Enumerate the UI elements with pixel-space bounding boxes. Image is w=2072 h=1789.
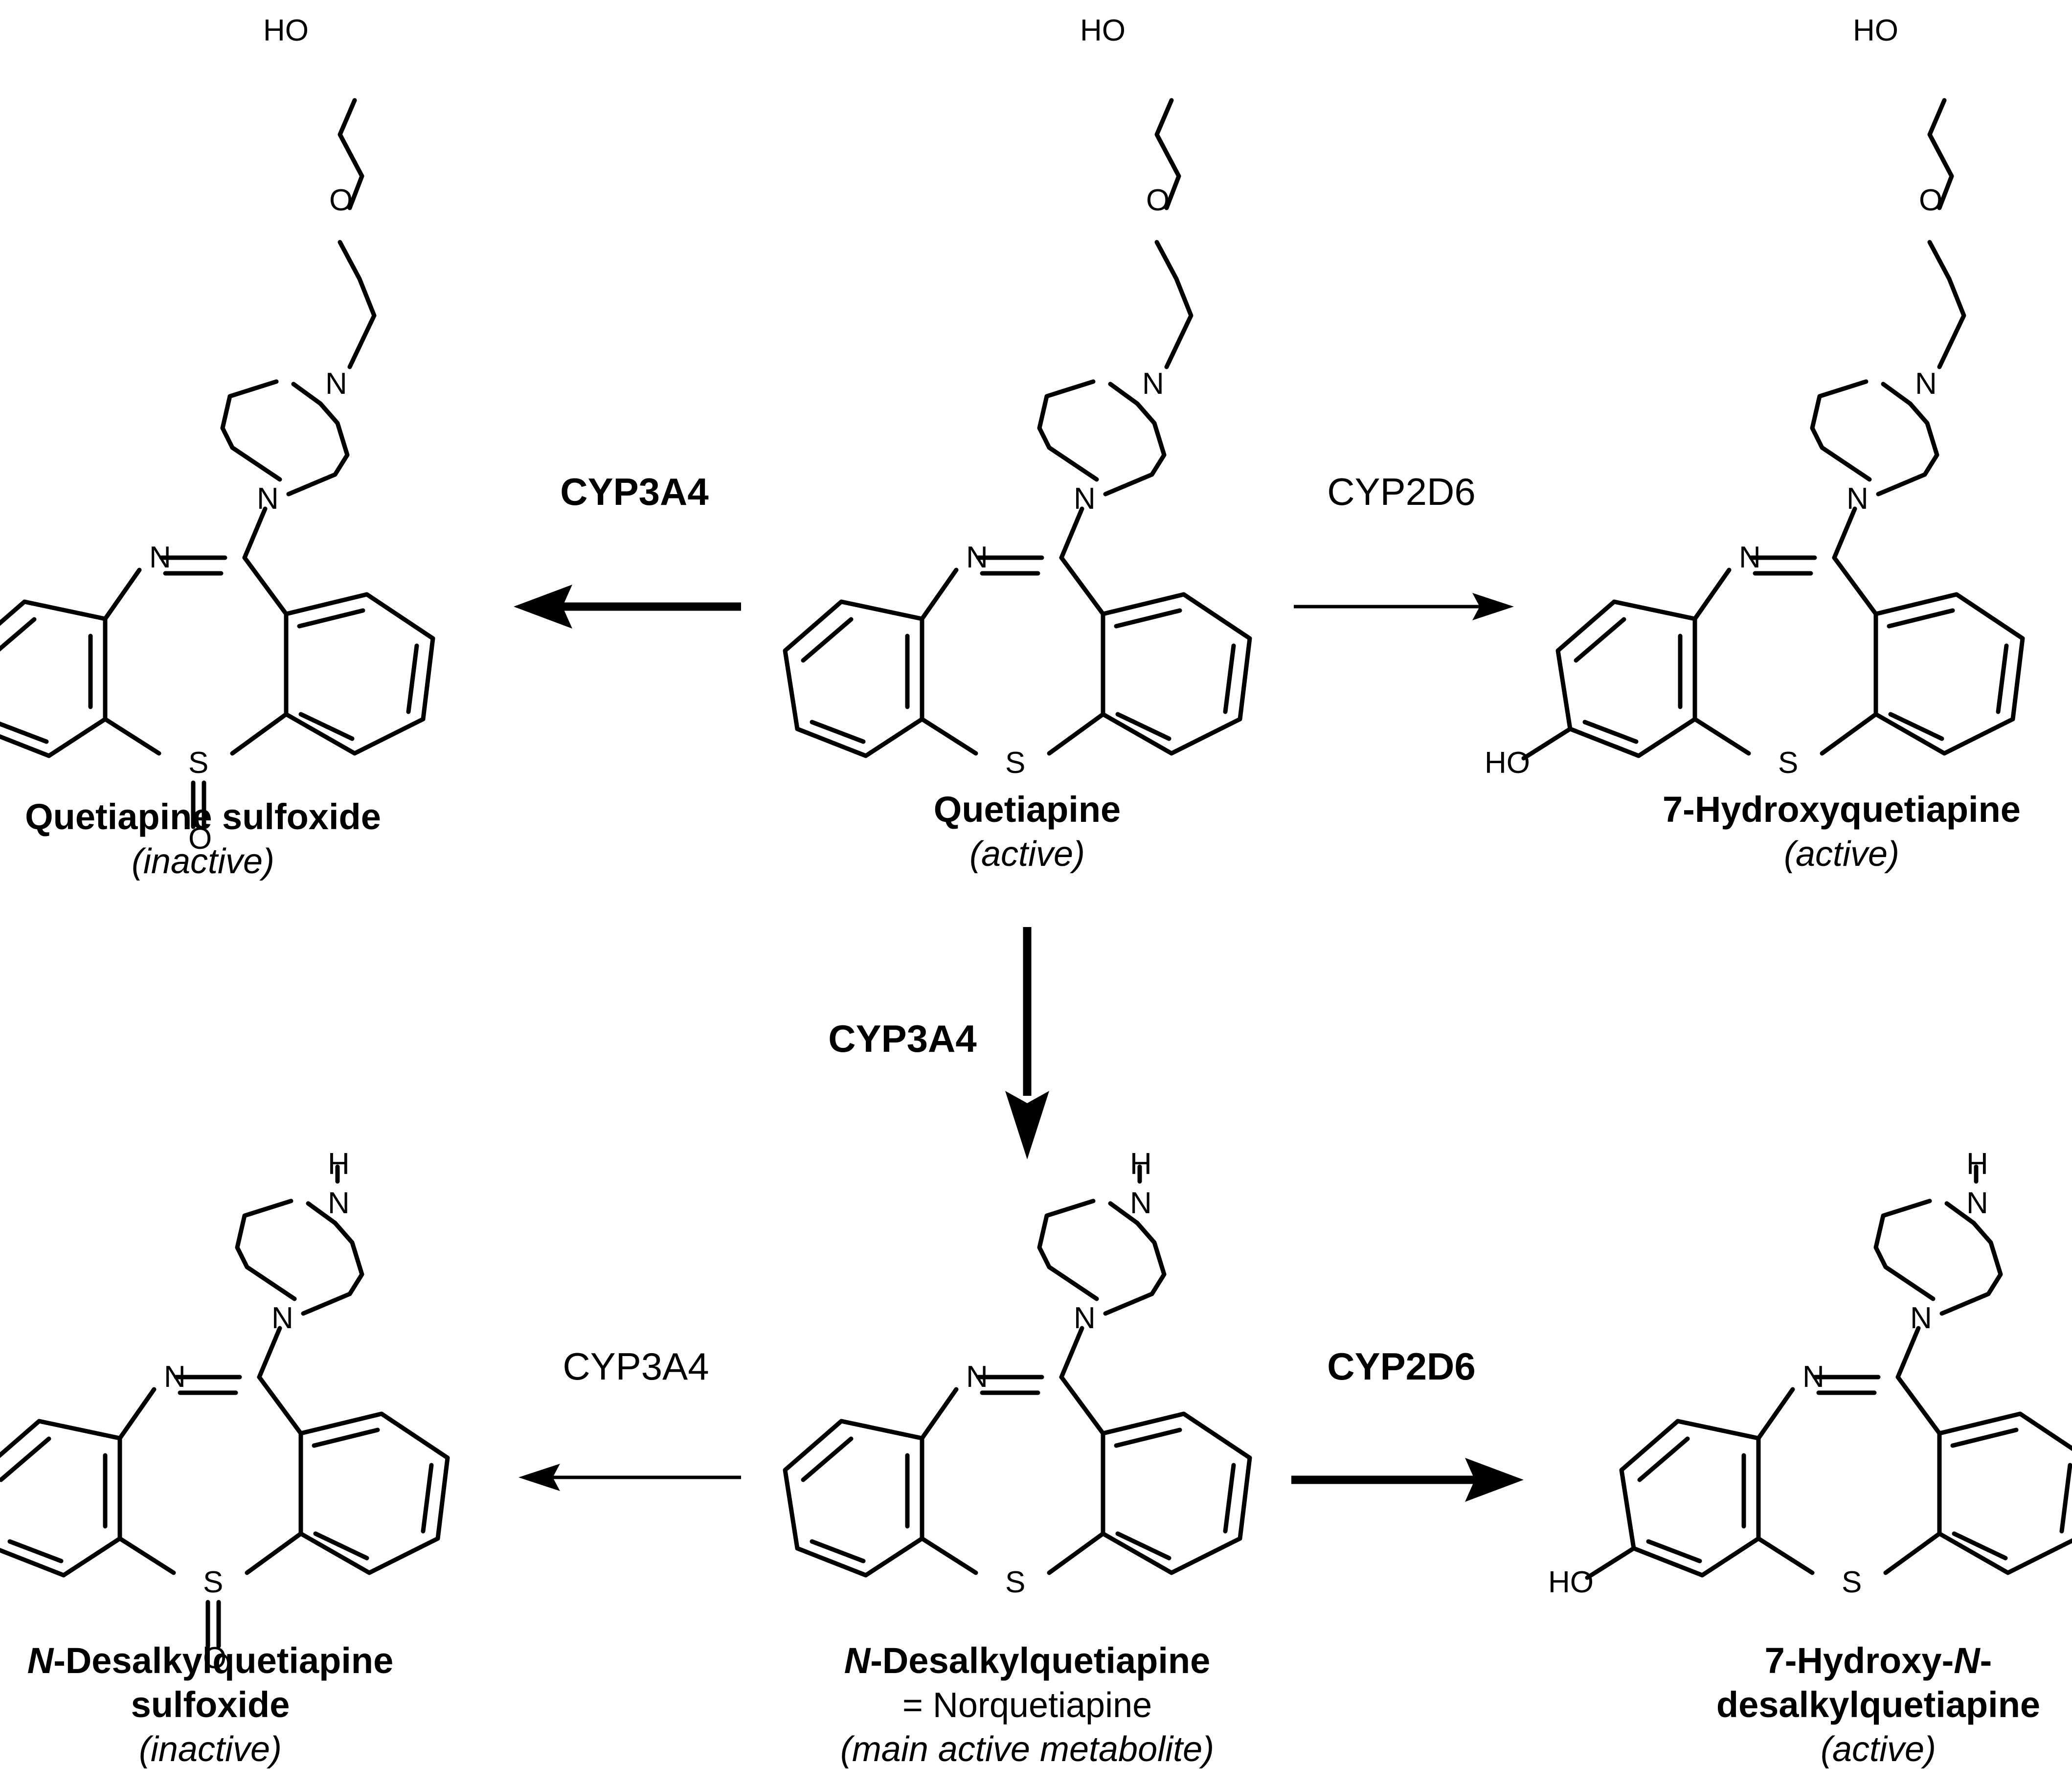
compound-name-7-hydroxy-n-desalkylquetiapine: 7-Hydroxy-N- xyxy=(1765,1640,1992,1681)
compound-name-quetiapine-sulfoxide: Quetiapine sulfoxide xyxy=(25,796,381,837)
atom-s: S xyxy=(203,1565,223,1599)
atom-nh: N xyxy=(1966,1186,1988,1220)
molecule-quetiapine-sulfoxide: N N N O HO S O xyxy=(0,14,433,856)
atom-n-imine: N xyxy=(149,541,171,574)
compound-name-n-desalkylquetiapine-sulfoxide: N-Desalkylquetiapine xyxy=(27,1640,393,1681)
compound-activity-7-hydroxyquetiapine: (active) xyxy=(1784,835,1899,874)
enzyme-label-quetiapine-to-sulfoxide: CYP3A4 xyxy=(560,470,708,513)
arrow-quetiapine-to-sulfoxide xyxy=(514,585,741,629)
enzyme-label-quetiapine-to-norquetiapine: CYP3A4 xyxy=(828,1017,976,1060)
atom-n-lower: N xyxy=(257,482,279,516)
compound-activity-n-desalkylquetiapine: (main active metabolite) xyxy=(840,1730,1214,1769)
atom-oh-terminal: HO xyxy=(1853,14,1898,47)
compound-name-n-desalkylquetiapine: N-Desalkylquetiapine xyxy=(844,1640,1210,1681)
atom-n-lower: N xyxy=(1074,1301,1096,1335)
atom-n-imine: N xyxy=(1802,1360,1824,1394)
compound-activity-quetiapine-sulfoxide: (inactive) xyxy=(132,842,274,881)
atom-s: S xyxy=(1842,1565,1862,1599)
atom-o-sulfoxide: O xyxy=(188,822,212,856)
atom-oh-7: HO xyxy=(1548,1565,1594,1599)
atom-n-lower: N xyxy=(1910,1301,1932,1335)
molecule-n-desalkylquetiapine-sulfoxide: N N N H S O xyxy=(0,1147,448,1675)
molecule-7-hydroxy-n-desalkylquetiapine: N N N H S HO xyxy=(1548,1147,2072,1599)
compound-activity-n-desalkylquetiapine-sulfoxide: (inactive) xyxy=(139,1730,282,1769)
atom-n-lower: N xyxy=(271,1301,293,1335)
atom-oh-terminal: HO xyxy=(263,14,309,47)
atom-oh-terminal: HO xyxy=(1080,14,1126,47)
atom-s: S xyxy=(1005,746,1025,780)
compound-activity-7-hydroxy-n-desalkylquetiapine: (active) xyxy=(1821,1730,1936,1769)
arrow-quetiapine-to-norquetiapine xyxy=(1005,927,1049,1159)
compound-name-quetiapine: Quetiapine xyxy=(934,789,1121,830)
atom-s: S xyxy=(188,746,208,780)
atom-o-ether: O xyxy=(1146,183,1170,217)
atom-n-upper: N xyxy=(1142,367,1164,401)
atom-h: H xyxy=(1966,1147,1988,1181)
atom-n-lower: N xyxy=(1074,482,1096,516)
molecule-quetiapine: N N N O HO S xyxy=(785,14,1250,780)
atom-n-imine: N xyxy=(966,1360,988,1394)
arrow-norquetiapine-to-7-hydroxy xyxy=(1291,1458,1524,1502)
molecule-7-hydroxyquetiapine: N N N O HO S HO xyxy=(1485,14,2023,780)
compound-name-7-hydroxyquetiapine: 7-Hydroxyquetiapine xyxy=(1663,789,2021,830)
compound-alias-norquetiapine: = Norquetiapine xyxy=(902,1686,1152,1725)
atom-n-lower: N xyxy=(1847,482,1869,516)
atom-o-ether: O xyxy=(329,183,353,217)
arrow-quetiapine-to-7-hydroxy xyxy=(1294,593,1514,620)
compound-activity-quetiapine: (active) xyxy=(969,835,1085,874)
enzyme-label-norquetiapine-to-sulfoxide: CYP3A4 xyxy=(563,1345,709,1388)
atom-n-imine: N xyxy=(164,1360,186,1394)
atom-nh: N xyxy=(328,1186,350,1220)
arrow-norquetiapine-to-sulfoxide xyxy=(518,1464,741,1491)
compound-name-line2-n-desalkylquetiapine-sulfoxide: sulfoxide xyxy=(131,1684,290,1725)
atom-o-sulfoxide: O xyxy=(203,1641,226,1675)
atom-n-imine: N xyxy=(1739,541,1761,574)
atom-n-upper: N xyxy=(325,367,347,401)
atom-s: S xyxy=(1005,1565,1025,1599)
compound-name-line2-7-hydroxy-n-desalkylquetiapine: desalkylquetiapine xyxy=(1716,1684,2040,1725)
enzyme-label-quetiapine-to-7-hydroxy: CYP2D6 xyxy=(1327,470,1475,513)
atom-n-imine: N xyxy=(966,541,988,574)
atom-h: H xyxy=(328,1147,350,1181)
atom-oh-7: HO xyxy=(1485,746,1530,780)
atom-n-upper: N xyxy=(1915,367,1937,401)
enzyme-label-norquetiapine-to-7-hydroxy: CYP2D6 xyxy=(1327,1345,1475,1388)
atom-h: H xyxy=(1130,1147,1152,1181)
molecule-n-desalkylquetiapine: N N N H S xyxy=(785,1147,1250,1599)
atom-o-ether: O xyxy=(1919,183,1942,217)
atom-s: S xyxy=(1778,746,1798,780)
atom-nh: N xyxy=(1130,1186,1152,1220)
